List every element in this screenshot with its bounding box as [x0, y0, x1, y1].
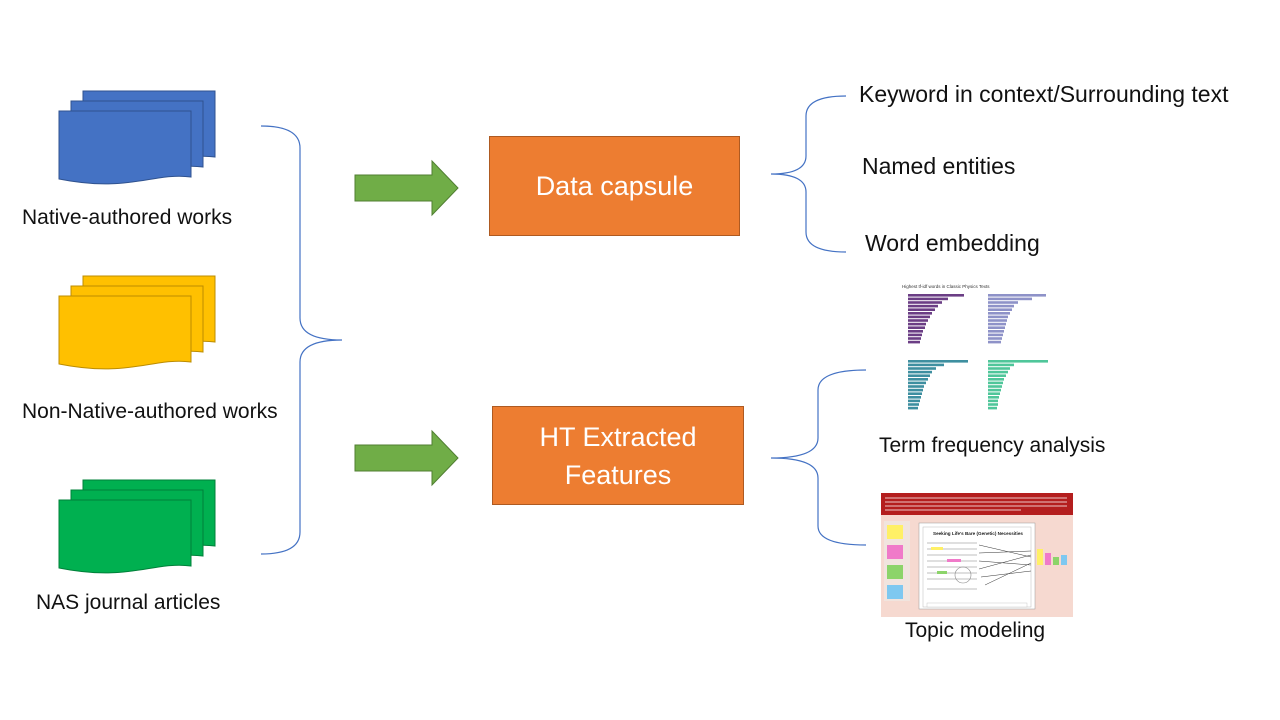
kwic-output-label: Keyword in context/Surrounding text [859, 81, 1229, 107]
tf-thumbnail-bar [988, 337, 1002, 340]
tf-thumbnail-bar [908, 319, 928, 322]
tf-thumbnail-bar [908, 385, 924, 388]
tf-thumbnail-bar [908, 308, 935, 311]
tf-thumbnail-bar [988, 381, 1003, 385]
tf-thumbnail-bar [988, 360, 1048, 363]
tf-thumbnail-bar [908, 360, 968, 363]
tf-thumbnail-bar [988, 340, 1001, 344]
tf-thumbnail-bar [908, 399, 920, 403]
tf-thumbnail-bar [988, 378, 1004, 381]
tf-thumbnail-bar [908, 333, 922, 337]
tf-thumbnail-bar [988, 363, 1014, 367]
tf-thumbnail-bar [908, 363, 944, 367]
tf-thumbnail-bar [908, 337, 921, 340]
tf-thumbnail-bar [908, 378, 928, 381]
tf-thumbnail-bar [988, 301, 1018, 304]
tf-thumbnail-bar [988, 308, 1012, 311]
tf-thumbnail-bar [908, 392, 922, 395]
tf-thumbnail-bar [988, 304, 1014, 308]
tf-thumbnail-bar [908, 294, 964, 297]
data-capsule-output-brace [770, 95, 847, 253]
nas-articles-label: NAS journal articles [36, 591, 221, 614]
tf-thumbnail-bar [988, 399, 998, 403]
tf-thumbnail-bar [988, 326, 1005, 329]
tf-thumbnail-bar [908, 367, 936, 370]
tf-thumbnail-bar [988, 330, 1004, 333]
topic-modeling-figure-thumbnail: Seeking Life's Bare (Genetic) Necessitie… [881, 493, 1073, 617]
tf-thumbnail-bar [908, 374, 930, 377]
term-frequency-output-label: Term frequency analysis [879, 434, 1106, 457]
non-native-works-doc-icon [58, 275, 216, 370]
tf-thumbnail-bar [908, 322, 926, 326]
tf-thumbnail-bar [988, 297, 1032, 301]
tf-thumbnail-bar [908, 304, 938, 308]
tf-thumbnail-bar [908, 370, 932, 374]
tf-thumbnail-bar [908, 326, 925, 329]
ht-extracted-features-box: HT Extracted Features [492, 406, 744, 505]
tf-thumbnail-title: Highest tf-idf words in Classic Physics … [902, 284, 990, 289]
tf-thumbnail-bar [908, 340, 920, 344]
tf-thumbnail-bar [908, 330, 923, 333]
tf-thumbnail-bar [988, 403, 998, 406]
tf-thumbnail-bar [988, 385, 1002, 388]
topic-thumbnail-title: Seeking Life's Bare (Genetic) Necessitie… [933, 531, 1023, 536]
tf-thumbnail-bar [988, 406, 997, 410]
tf-thumbnail-bar [908, 388, 923, 392]
ht-features-output-brace [770, 369, 867, 546]
tf-thumbnail-bar [908, 297, 948, 301]
arrow-to-data-capsule [354, 159, 459, 217]
tf-thumbnail-bar [988, 322, 1006, 326]
tf-thumbnail-bar [908, 406, 918, 410]
tf-thumbnail-bar [908, 381, 926, 385]
data-capsule-box: Data capsule [489, 136, 740, 236]
tf-thumbnail-bar [988, 312, 1010, 315]
nas-articles-doc-icon [58, 479, 216, 574]
tf-thumbnail-bar [988, 370, 1008, 374]
tf-thumbnail-bar [988, 388, 1001, 392]
tf-thumbnail-bars [908, 294, 1048, 410]
input-brace [260, 125, 343, 555]
tf-thumbnail-bar [988, 333, 1003, 337]
tf-thumbnail-bar [908, 396, 921, 399]
term-frequency-chart-thumbnail: Highest tf-idf words in Classic Physics … [896, 280, 1060, 426]
native-works-label: Native-authored works [22, 206, 233, 229]
topic-modeling-output-label: Topic modeling [905, 619, 1046, 642]
tf-thumbnail-bar [988, 396, 999, 399]
ht-extracted-features-label: HT Extracted Features [539, 421, 697, 490]
tf-thumbnail-bar [988, 374, 1006, 377]
tf-thumbnail-bar [908, 403, 919, 406]
tf-thumbnail-bar [908, 301, 942, 304]
tf-thumbnail-bar [908, 312, 932, 315]
named-entities-output-label: Named entities [862, 153, 1016, 179]
arrow-to-ht-features [354, 429, 459, 487]
tf-thumbnail-bar [988, 367, 1010, 370]
tf-thumbnail-bar [908, 315, 930, 319]
non-native-works-label: Non-Native-authored works [22, 400, 278, 423]
tf-thumbnail-bar [988, 392, 1000, 395]
tf-thumbnail-bar [988, 319, 1007, 322]
tf-thumbnail-bar [988, 294, 1046, 297]
tf-thumbnail-bar [988, 315, 1008, 319]
native-works-doc-icon [58, 90, 216, 185]
word-embedding-output-label: Word embedding [865, 230, 1040, 256]
data-capsule-label: Data capsule [535, 171, 694, 201]
